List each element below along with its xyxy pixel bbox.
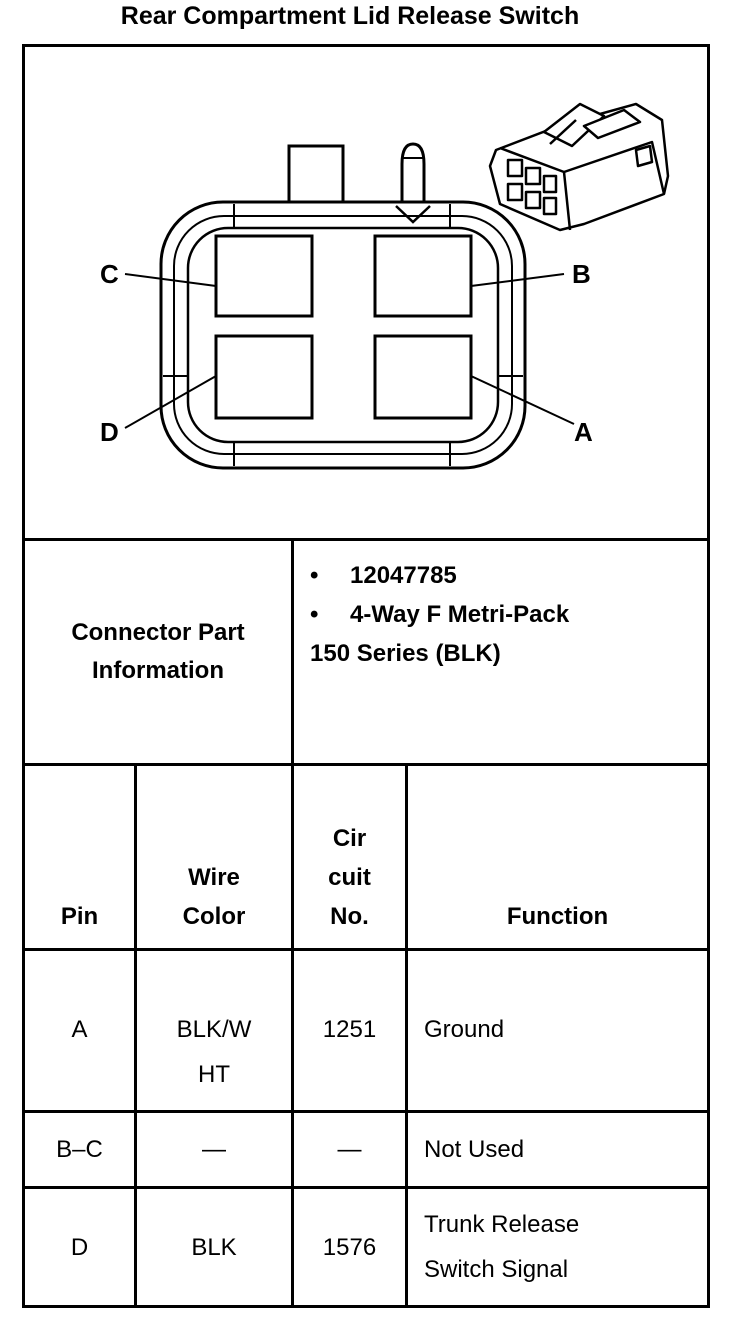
divider-diagram [22, 538, 710, 541]
divider-col-pin [134, 763, 137, 1308]
row-bc-function: Not Used [424, 1136, 525, 1163]
divider-col-wire [291, 763, 294, 1308]
page-title: Rear Compartment Lid Release Switch [120, 2, 580, 30]
pin-label-c: C [100, 259, 119, 289]
pin-label-d: D [100, 417, 119, 447]
pin-label-b: B [572, 259, 591, 289]
connector-info-label-line1: Connector Part [71, 619, 245, 646]
row-a-pin: A [71, 1016, 88, 1043]
divider-col-circuit [405, 763, 408, 1308]
part-description-item: • 4-Way F Metri-Pack [310, 595, 569, 634]
frame-right [707, 44, 710, 1308]
connector-info-value: • 12047785 • 4-Way F Metri-Pack 150 Series… [310, 556, 569, 673]
bullet-icon: • [310, 601, 319, 628]
divider-row-bc [22, 1186, 710, 1189]
row-bc-circuit: — [337, 1136, 362, 1163]
part-number-item: • 12047785 [310, 556, 569, 595]
header-wire-color: Wire Color [182, 864, 246, 930]
frame-bottom [22, 1305, 710, 1308]
header-circuit-no: Cir cuit No. [328, 825, 371, 930]
pin-label-a: A [574, 417, 593, 447]
part-number: 12047785 [350, 562, 457, 589]
part-description-line2: 150 Series (BLK) [310, 640, 501, 667]
row-bc-wire-color: — [202, 1136, 226, 1163]
divider-connector [22, 763, 710, 766]
row-d-wire-color: BLK [191, 1233, 237, 1261]
divider-connector-col [291, 538, 294, 766]
row-bc-pin: B–C [56, 1136, 103, 1163]
bullet-icon: • [310, 562, 319, 589]
connector-diagram: C B D A [100, 102, 670, 470]
divider-row-a [22, 1110, 710, 1113]
row-d-function: Trunk Release Switch Signal [424, 1211, 580, 1283]
connector-housing [159, 142, 527, 470]
divider-header [22, 948, 710, 951]
row-a-circuit: 1251 [322, 1016, 377, 1043]
row-d-circuit: 1576 [322, 1233, 377, 1261]
part-description-line1: 4-Way F Metri-Pack [350, 601, 570, 628]
connector-isometric-icon [488, 102, 670, 232]
frame-top [22, 44, 710, 47]
header-pin: Pin [60, 903, 99, 930]
frame-left [22, 44, 25, 1308]
row-a-wire-color: BLK/W HT [176, 1016, 252, 1088]
row-a-function: Ground [424, 1016, 505, 1043]
row-d-pin: D [70, 1233, 89, 1261]
connector-info-label: Connector Part Information [25, 541, 291, 763]
connector-info-label-line2: Information [92, 657, 224, 684]
header-function: Function [506, 903, 609, 930]
pin-leader-lines [124, 273, 575, 429]
